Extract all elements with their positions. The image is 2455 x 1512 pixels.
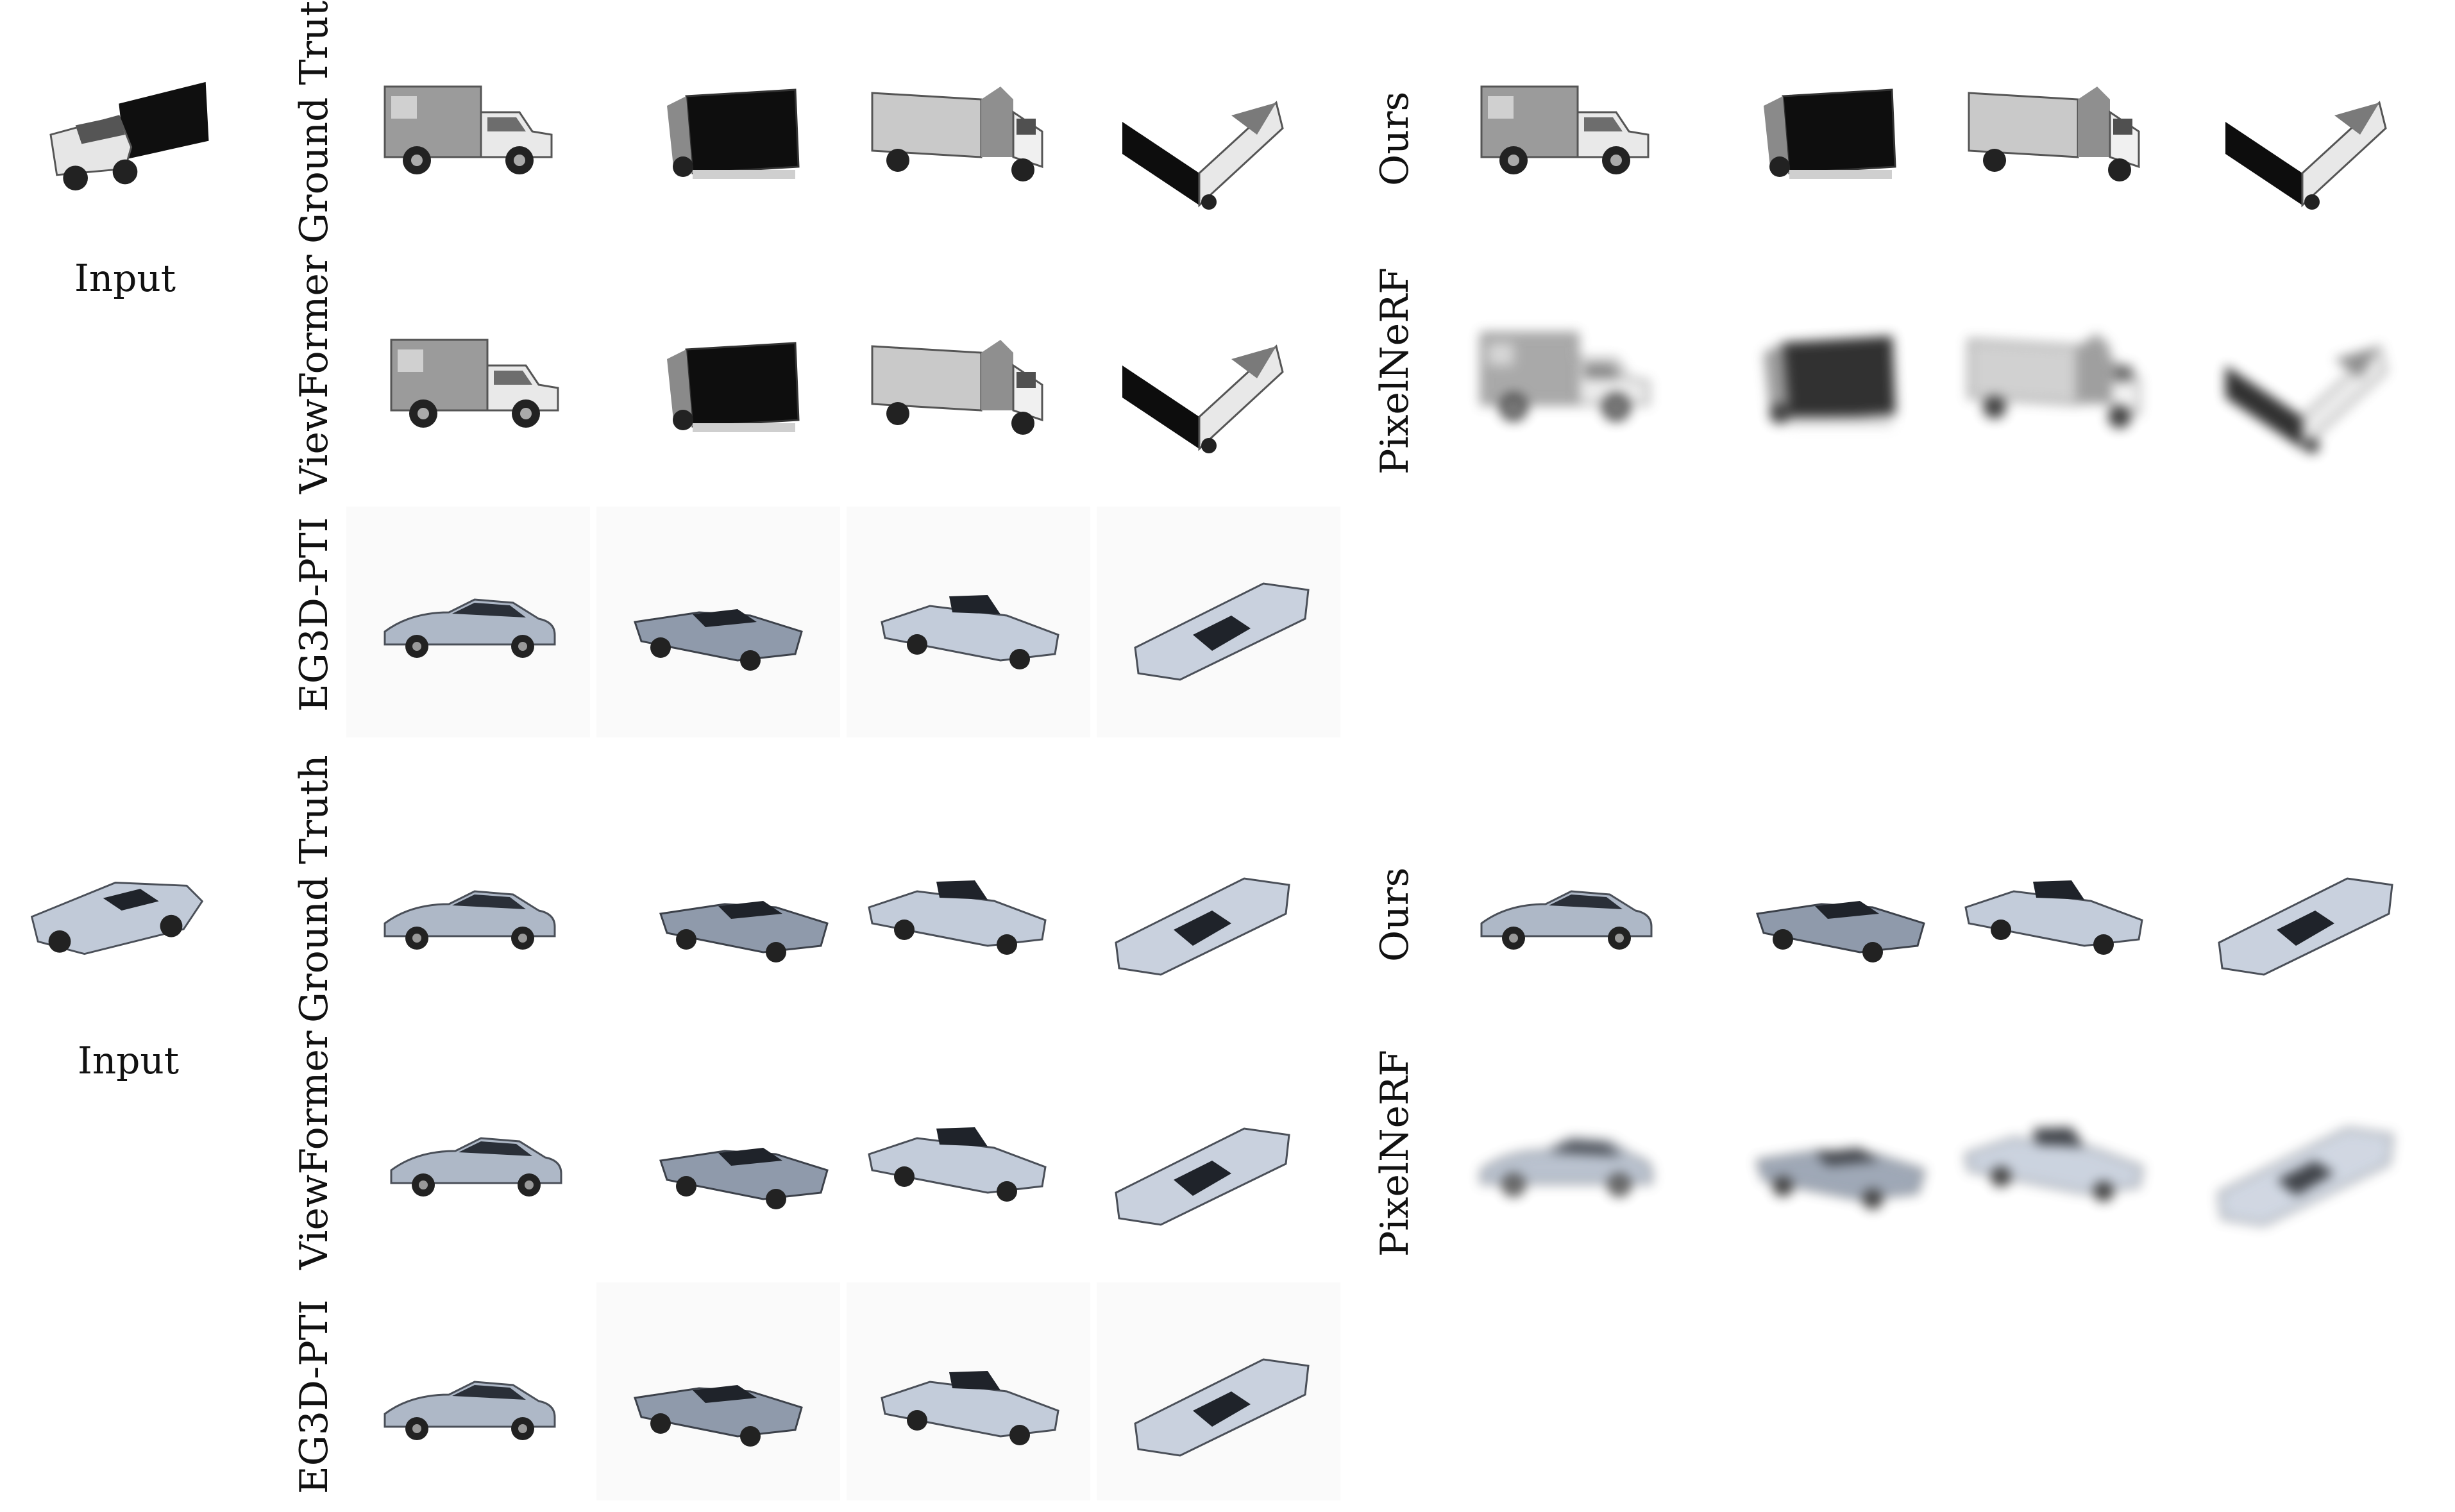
car-pixelnerf-view-2 [1744, 1090, 1937, 1231]
input-label: Input [74, 256, 176, 300]
car-pixelnerf-view-3 [1956, 1084, 2148, 1225]
truck-ours-view-4 [2206, 77, 2399, 218]
car-viewformer-view-2 [648, 1090, 840, 1231]
car-pixelnerf-view-1 [1469, 1090, 1661, 1231]
truck-ground-truth-view-1 [372, 61, 564, 202]
row-label-viewformer: ViewFormer [292, 255, 337, 494]
row-label-pixelnerf: PixelNeRF [1372, 1050, 1417, 1257]
car-ours-view-3 [1956, 837, 2148, 978]
row-label-pixelnerf: PixelNeRF [1372, 267, 1417, 475]
car-ours-view-4 [2206, 846, 2399, 987]
truck-pixelnerf-view-2 [1744, 308, 1937, 449]
truck-eg3d-pti-view-1 [346, 507, 590, 737]
truck-viewformer-view-3 [859, 314, 1052, 455]
truck-pixelnerf-view-1 [1469, 308, 1661, 449]
row-label-eg3d-pti: EG3D-PTI [292, 517, 337, 712]
truck-pixelnerf-view-3 [1956, 308, 2148, 449]
car-viewformer-view-1 [378, 1090, 571, 1231]
car-viewformer-view-3 [859, 1084, 1052, 1225]
car-viewformer-view-4 [1103, 1096, 1295, 1238]
truck-eg3d-pti-view-3 [847, 507, 1090, 737]
truck-ground-truth-view-2 [648, 61, 840, 202]
car-ground-truth-view-3 [859, 837, 1052, 978]
row-label-viewformer: ViewFormer [292, 1030, 337, 1270]
car-ours-view-1 [1469, 843, 1661, 984]
car-pixelnerf-view-4 [2206, 1096, 2399, 1238]
truck-viewformer-view-2 [648, 314, 840, 455]
truck-input-image [32, 64, 218, 205]
row-label-ours: Ours [1372, 91, 1417, 186]
car-example-group: Input Ground Truth Ours ViewFormer Pixel… [0, 755, 2455, 1512]
truck-viewformer-view-1 [378, 314, 571, 455]
truck-ours-view-1 [1469, 61, 1661, 202]
truck-ground-truth-view-3 [859, 61, 1052, 202]
car-eg3d-pti-view-1 [372, 1334, 564, 1475]
car-ground-truth-view-4 [1103, 846, 1295, 987]
input-label: Input [77, 1039, 180, 1082]
truck-pixelnerf-view-4 [2206, 321, 2399, 462]
car-ours-view-2 [1744, 843, 1937, 984]
truck-example-group: Input Ground Truth Ours ViewFormer Pixel… [0, 0, 2455, 737]
truck-ours-view-3 [1956, 61, 2148, 202]
row-label-eg3d-pti: EG3D-PTI [292, 1299, 337, 1495]
car-eg3d-pti-view-2 [596, 1282, 840, 1500]
car-ground-truth-view-2 [648, 843, 840, 984]
row-label-ground-truth: Ground Truth [292, 755, 337, 1023]
row-label-ours: Ours [1372, 867, 1417, 962]
car-ground-truth-view-1 [372, 843, 564, 984]
row-label-ground-truth: Ground Truth [292, 0, 337, 244]
truck-eg3d-pti-view-4 [1097, 507, 1340, 737]
car-input-image [22, 840, 208, 981]
car-eg3d-pti-view-4 [1097, 1282, 1340, 1500]
car-eg3d-pti-view-3 [847, 1282, 1090, 1500]
truck-ours-view-2 [1744, 61, 1937, 202]
truck-ground-truth-view-4 [1103, 77, 1295, 218]
truck-eg3d-pti-view-2 [596, 507, 840, 737]
truck-viewformer-view-4 [1103, 321, 1295, 462]
